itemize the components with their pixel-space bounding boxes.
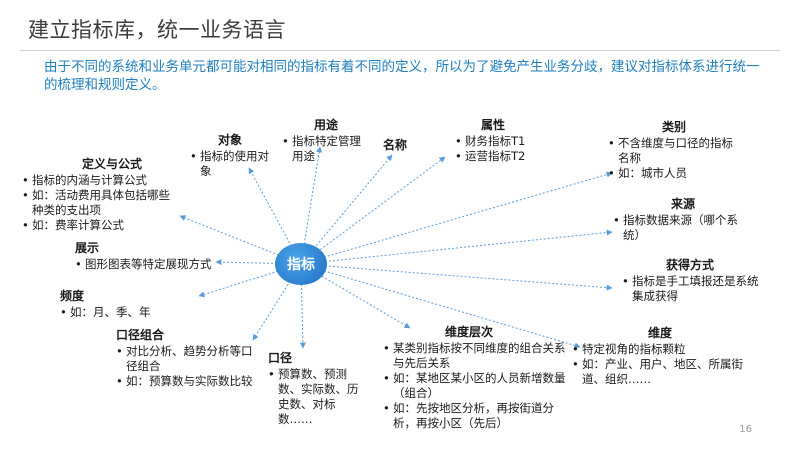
node-items: 某类别指标按不同维度的组合关系与先后关系如：某地区某小区的人员新增数量（组合）如… (383, 341, 571, 431)
node-items: 财务指标T1运营指标T2 (455, 134, 555, 164)
connector-source (300, 229, 613, 265)
node-display: 展示 图形图表等特定展现方式 (75, 241, 220, 272)
node-item: 运营指标T2 (455, 149, 555, 164)
title-divider (20, 50, 780, 51)
node-item: 特定视角的指标颗粒 (572, 342, 752, 357)
node-caliber: 口径 预算数、预测数、实际数、历史数、对标数…… (268, 351, 368, 427)
node-purpose: 用途 指标特定管理用途 (282, 118, 372, 164)
node-item: 如：预算数与实际数比较 (116, 374, 256, 389)
node-label: 定义与公式 (82, 157, 143, 171)
node-items: 预算数、预测数、实际数、历史数、对标数…… (268, 367, 368, 427)
connector-caliber-combo (252, 263, 302, 341)
node-items: 指标是手工填报还是系统集成获得 (622, 274, 762, 304)
connector-dimension (300, 263, 581, 349)
node-frequency: 频度 如：月、季、年 (60, 289, 180, 320)
connector-attribute (300, 156, 446, 265)
node-label: 对象 (218, 133, 243, 147)
node-items: 如：月、季、年 (60, 305, 180, 320)
node-label: 展示 (75, 241, 100, 255)
node-label: 来源 (671, 197, 696, 211)
node-definition: 定义与公式 指标的内涵与计算公式如：活动费用具体包括哪些种类的支出项如：费率计算… (22, 157, 172, 233)
node-item: 指标特定管理用途 (282, 134, 372, 164)
node-item: 如：产业、用户、地区、所属街道、组织…… (572, 357, 752, 387)
node-items: 指标的使用对象 (190, 149, 280, 179)
node-items: 图形图表等特定展现方式 (75, 257, 220, 272)
node-items: 对比分析、趋势分析等口径组合如：预算数与实际数比较 (116, 344, 256, 389)
node-category: 类别 不含维度与口径的指标名称如：城市人员 (608, 120, 743, 181)
node-label: 属性 (481, 118, 506, 132)
node-label: 名称 (383, 138, 408, 152)
node-item: 如：月、季、年 (60, 305, 180, 320)
node-label: 口径 (268, 351, 293, 365)
node-item: 预算数、预测数、实际数、历史数、对标数…… (268, 367, 368, 427)
node-label: 用途 (314, 118, 339, 132)
node-items: 指标数据来源（哪个系统） (613, 213, 753, 243)
node-label: 口径组合 (116, 328, 165, 342)
node-source: 来源 指标数据来源（哪个系统） (613, 197, 753, 243)
node-items: 特定视角的指标颗粒如：产业、用户、地区、所属街道、组织…… (572, 342, 752, 387)
node-label: 维度层次 (445, 325, 494, 339)
node-object: 对象 指标的使用对象 (190, 133, 280, 179)
node-attribute: 属性 财务指标T1运营指标T2 (455, 118, 555, 164)
node-dimension: 维度 特定视角的指标颗粒如：产业、用户、地区、所属街道、组织…… (572, 326, 752, 387)
node-item: 如：某地区某小区的人员新增数量（组合） (383, 371, 571, 401)
node-acquisition: 获得方式 指标是手工填报还是系统集成获得 (622, 258, 762, 304)
node-items: 指标的内涵与计算公式如：活动费用具体包括哪些种类的支出项如：费率计算公式 (22, 173, 172, 233)
page-number: 16 (739, 424, 752, 435)
node-item: 某类别指标按不同维度的组合关系与先后关系 (383, 341, 571, 371)
node-items: 不含维度与口径的指标名称如：城市人员 (608, 136, 743, 181)
hub-indicator: 指标 (275, 243, 327, 285)
node-label: 类别 (662, 120, 687, 134)
node-item: 图形图表等特定展现方式 (75, 257, 220, 272)
connector-category (300, 171, 613, 265)
node-item: 指标的内涵与计算公式 (22, 173, 172, 188)
node-caliber-combo: 口径组合 对比分析、趋势分析等口径组合如：预算数与实际数比较 (116, 328, 256, 389)
node-dimension-level: 维度层次 某类别指标按不同维度的组合关系与先后关系如：某地区某小区的人员新增数量… (383, 325, 571, 431)
node-label: 维度 (648, 326, 673, 340)
node-item: 如：费率计算公式 (22, 218, 172, 233)
node-item: 指标数据来源（哪个系统） (613, 213, 753, 243)
intro-text: 由于不同的系统和业务单元都可能对相同的指标有着不同的定义，所以为了避免产生业务分… (44, 59, 760, 93)
node-items: 指标特定管理用途 (282, 134, 372, 164)
slide-title: 建立指标库，统一业务语言 (28, 18, 286, 42)
node-item: 如：城市人员 (608, 166, 743, 181)
node-label: 获得方式 (666, 258, 715, 272)
node-item: 财务指标T1 (455, 134, 555, 149)
node-item: 不含维度与口径的指标名称 (608, 136, 743, 166)
connector-acquisition (300, 263, 613, 291)
node-item: 对比分析、趋势分析等口径组合 (116, 344, 256, 374)
node-item: 指标的使用对象 (190, 149, 280, 179)
node-item: 如：活动费用具体包括哪些种类的支出项 (22, 188, 172, 218)
node-name: 名称 (383, 138, 423, 154)
node-label: 频度 (60, 289, 85, 303)
node-item: 指标是手工填报还是系统集成获得 (622, 274, 762, 304)
node-item: 如：先按地区分析，再按街道分析，再按小区（先后） (383, 401, 571, 431)
